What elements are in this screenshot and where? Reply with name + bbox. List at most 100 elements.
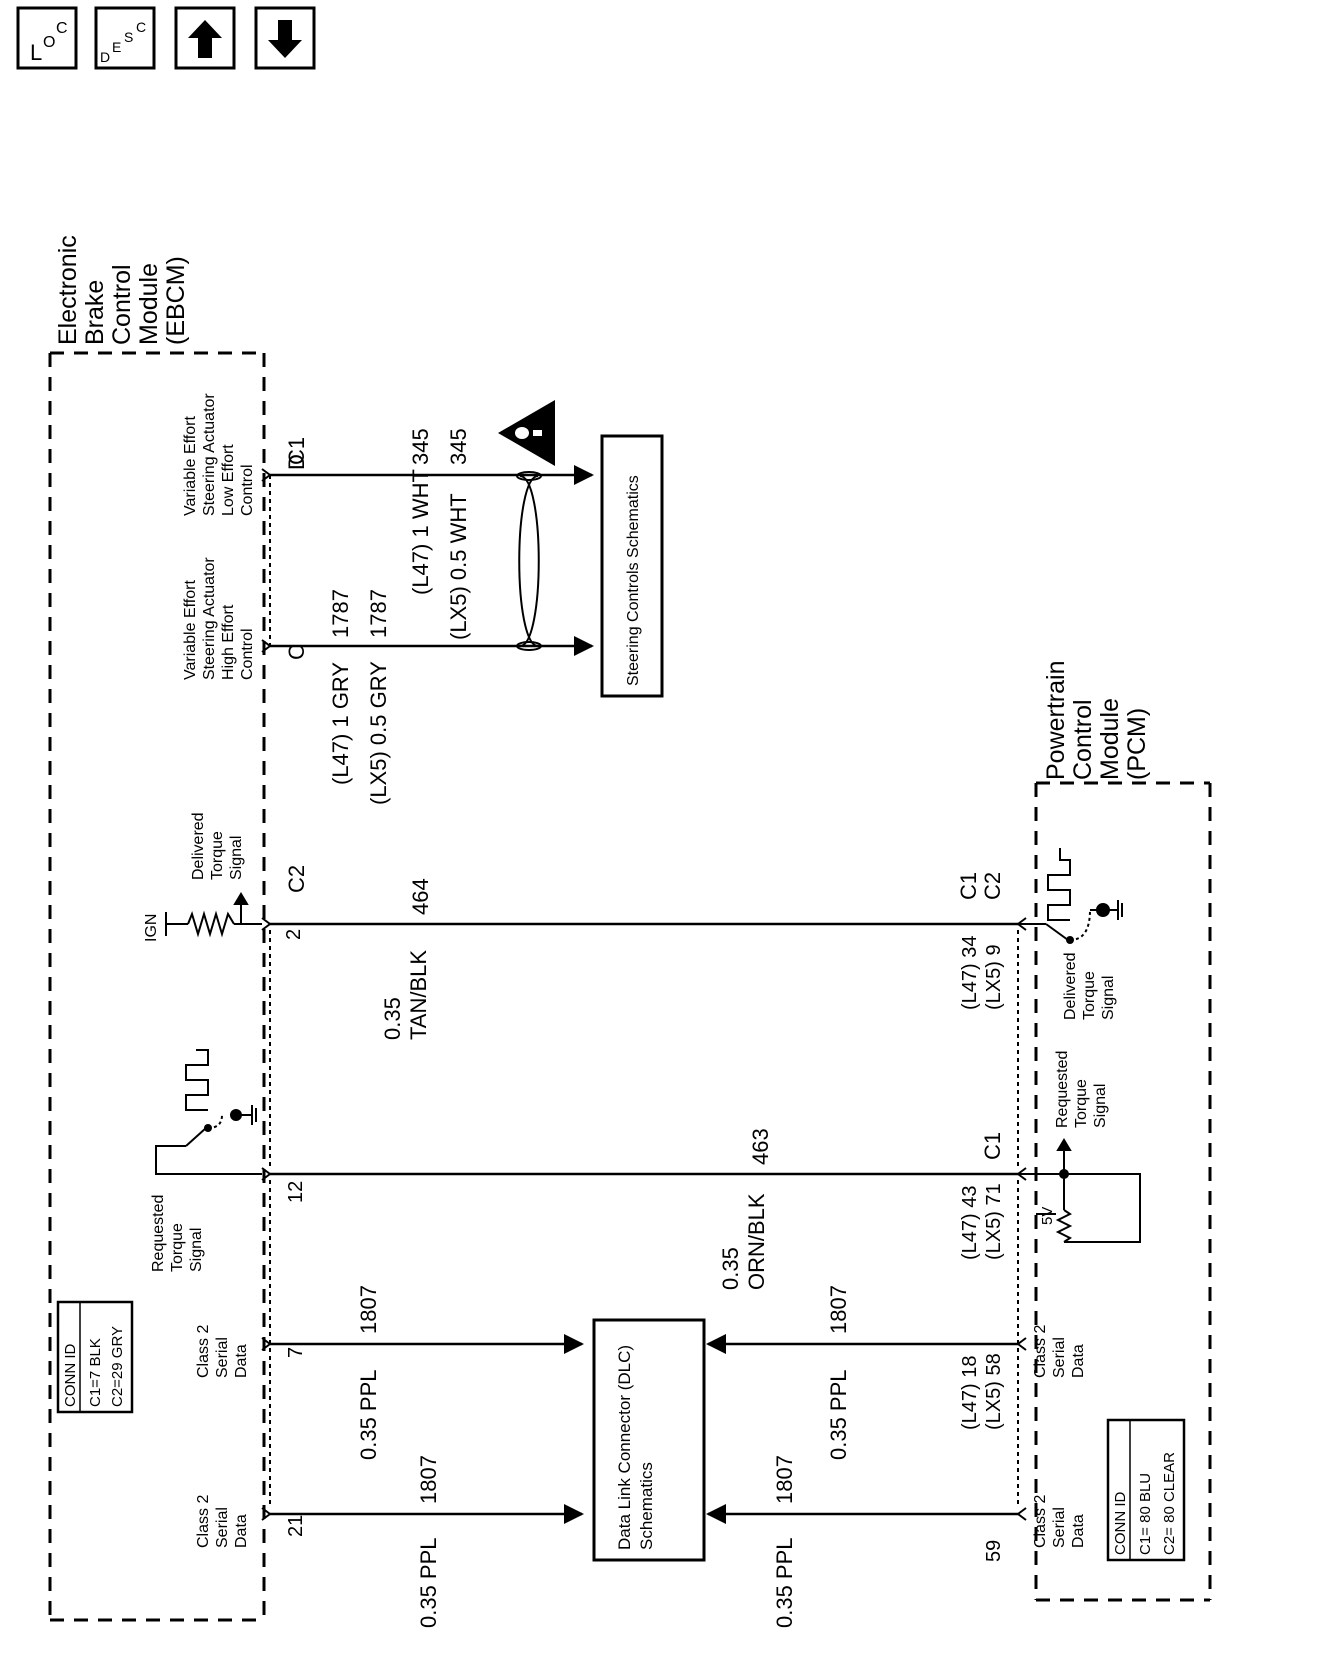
svg-text:C2: C2 bbox=[284, 865, 309, 893]
svg-text:Electronic: Electronic bbox=[54, 235, 82, 345]
svg-text:21: 21 bbox=[285, 1515, 307, 1537]
wire-1807-d: 1807 bbox=[772, 1455, 797, 1504]
wire-1807-c: 1807 bbox=[826, 1285, 851, 1334]
svg-text:5V: 5V bbox=[1039, 1207, 1056, 1225]
svg-text:Serial: Serial bbox=[214, 1337, 231, 1378]
svg-text:(L47) 43: (L47) 43 bbox=[959, 1186, 981, 1261]
pcm-conn-id: CONN ID C1= 80 BLU C2= 80 CLEAR bbox=[1106, 1418, 1186, 1562]
svg-text:Variable Effort: Variable Effort bbox=[182, 416, 199, 516]
steering-ref-text: Steering Controls Schematics bbox=[625, 475, 642, 686]
pcm-delivered-switch bbox=[1018, 848, 1123, 944]
svg-text:Requested: Requested bbox=[1054, 1051, 1071, 1128]
svg-text:C1: C1 bbox=[284, 437, 309, 465]
ebcm-requested-torque-label: Requested Torque Signal bbox=[150, 1195, 205, 1272]
svg-text:(PCM): (PCM) bbox=[1123, 708, 1151, 780]
wire-463-size: 0.35 bbox=[718, 1247, 743, 1290]
svg-text:(LX5) 58: (LX5) 58 bbox=[983, 1353, 1005, 1430]
wire-1807-d-color: 0.35 PPL bbox=[772, 1537, 797, 1628]
svg-text:Data: Data bbox=[233, 1344, 250, 1378]
svg-text:C2=29 GRY: C2=29 GRY bbox=[109, 1326, 126, 1407]
wire-1787-l47: (L47) 1 GRY bbox=[328, 662, 353, 785]
ebcm-ign-label: IGN bbox=[143, 914, 160, 942]
loc-button[interactable]: L O C bbox=[16, 6, 78, 70]
svg-text:TAN/BLK: TAN/BLK bbox=[406, 950, 431, 1040]
svg-text:Signal: Signal bbox=[1092, 1084, 1109, 1128]
wire-1787-lx5: (LX5) 0.5 GRY bbox=[366, 661, 391, 805]
svg-text:(L47) 1 WHT: (L47) 1 WHT bbox=[408, 469, 433, 595]
svg-text:Serial: Serial bbox=[1051, 1507, 1068, 1548]
wire-1807-a-color: 0.35 PPL bbox=[356, 1369, 381, 1460]
ebcm-ign-resistor bbox=[165, 892, 262, 938]
ebcm-class2-b-label: Class 2 Serial Data bbox=[195, 1495, 250, 1548]
steering-controls-ref[interactable]: Steering Controls Schematics bbox=[600, 434, 664, 698]
svg-text:Signal: Signal bbox=[1100, 976, 1117, 1020]
svg-text:0.35 PPL: 0.35 PPL bbox=[416, 1537, 441, 1628]
svg-text:Control: Control bbox=[239, 464, 256, 516]
pcm-pin-71: (LX5) 71 bbox=[983, 1183, 1005, 1260]
svg-text:C1: C1 bbox=[956, 872, 981, 900]
svg-text:Class 2: Class 2 bbox=[1032, 1495, 1049, 1548]
pcm-delivered-torque-label: Delivered Torque Signal bbox=[1062, 952, 1117, 1020]
svg-text:Steering Actuator: Steering Actuator bbox=[201, 393, 218, 516]
svg-text:C1= 80 BLU: C1= 80 BLU bbox=[1137, 1473, 1154, 1555]
wire-345-lx5: (LX5) 0.5 WHT bbox=[446, 493, 471, 640]
pcm-pin-34: (L47) 34 bbox=[959, 936, 981, 1011]
svg-text:1787: 1787 bbox=[328, 589, 353, 638]
loc-label-o: O bbox=[43, 34, 55, 51]
svg-text:Class 2: Class 2 bbox=[195, 1325, 212, 1378]
svg-text:1807: 1807 bbox=[416, 1455, 441, 1504]
svg-text:(L47) 1 GRY: (L47) 1 GRY bbox=[328, 662, 353, 785]
wire-345-l47: (L47) 1 WHT bbox=[408, 469, 433, 595]
twisted-pair-icon bbox=[516, 471, 542, 651]
svg-text:0.35 PPL: 0.35 PPL bbox=[826, 1369, 851, 1460]
svg-text:High Effort: High Effort bbox=[220, 604, 237, 680]
svg-text:ORN/BLK: ORN/BLK bbox=[744, 1193, 769, 1290]
svg-text:12: 12 bbox=[285, 1181, 307, 1203]
svg-text:Torque: Torque bbox=[169, 1223, 186, 1272]
svg-text:Torque: Torque bbox=[1081, 971, 1098, 1020]
svg-text:Powertrain: Powertrain bbox=[1042, 661, 1070, 781]
svg-text:59: 59 bbox=[983, 1540, 1005, 1562]
wire-1807-c-color: 0.35 PPL bbox=[826, 1369, 851, 1460]
svg-text:Torque: Torque bbox=[1073, 1079, 1090, 1128]
svg-text:Data: Data bbox=[1070, 1344, 1087, 1378]
conn-c1-low: C1 bbox=[284, 437, 309, 465]
pcm-pin-59: 59 bbox=[983, 1540, 1005, 1562]
wires bbox=[270, 465, 1018, 1524]
down-arrow-button[interactable] bbox=[254, 6, 316, 70]
low-effort-label: Variable Effort Steering Actuator Low Ef… bbox=[182, 393, 256, 516]
dlc-schematics-ref[interactable]: Data Link Connector (DLC) Schematics bbox=[592, 1318, 706, 1562]
ebcm-title: Electronic Brake Control Module (EBCM) bbox=[54, 235, 190, 345]
svg-text:0.35: 0.35 bbox=[380, 997, 405, 1040]
svg-text:CONN ID: CONN ID bbox=[1112, 1492, 1129, 1556]
svg-text:463: 463 bbox=[748, 1128, 773, 1165]
dlc-ref-text-2: Schematics bbox=[637, 1462, 656, 1550]
pin-12: 12 bbox=[285, 1181, 307, 1203]
svg-text:CONN ID: CONN ID bbox=[62, 1344, 79, 1408]
up-arrow-button[interactable] bbox=[174, 6, 236, 70]
svg-text:Delivered: Delivered bbox=[1062, 952, 1079, 1020]
wire-1787-b: 1787 bbox=[366, 589, 391, 638]
svg-text:Control: Control bbox=[1069, 699, 1097, 780]
dlc-ref-text-1: Data Link Connector (DLC) bbox=[615, 1345, 634, 1550]
svg-text:464: 464 bbox=[408, 878, 433, 915]
svg-text:1807: 1807 bbox=[356, 1285, 381, 1334]
svg-text:Data: Data bbox=[1070, 1514, 1087, 1548]
wire-1787-a: 1787 bbox=[328, 589, 353, 638]
warning-icon bbox=[498, 400, 555, 466]
pcm-class2-b-label: Class 2 Serial Data bbox=[1032, 1495, 1087, 1548]
pcm-conn-c1-req: C1 bbox=[980, 1132, 1005, 1160]
svg-text:(EBCM): (EBCM) bbox=[162, 256, 190, 345]
wire-464-color: TAN/BLK bbox=[406, 950, 431, 1040]
desc-button[interactable]: D E S C bbox=[94, 6, 156, 70]
svg-text:Variable Effort: Variable Effort bbox=[182, 580, 199, 680]
wire-345-b: 345 bbox=[446, 428, 471, 465]
pcm-conn-c2: C2 bbox=[980, 872, 1005, 900]
svg-text:Torque: Torque bbox=[209, 831, 226, 880]
wire-345-a: 345 bbox=[408, 428, 433, 465]
loc-label: L bbox=[30, 40, 42, 65]
wire-463: 463 bbox=[748, 1128, 773, 1165]
svg-text:2: 2 bbox=[283, 929, 305, 940]
pin-c1-d: D bbox=[284, 454, 309, 470]
arrow-up-icon bbox=[188, 20, 222, 58]
